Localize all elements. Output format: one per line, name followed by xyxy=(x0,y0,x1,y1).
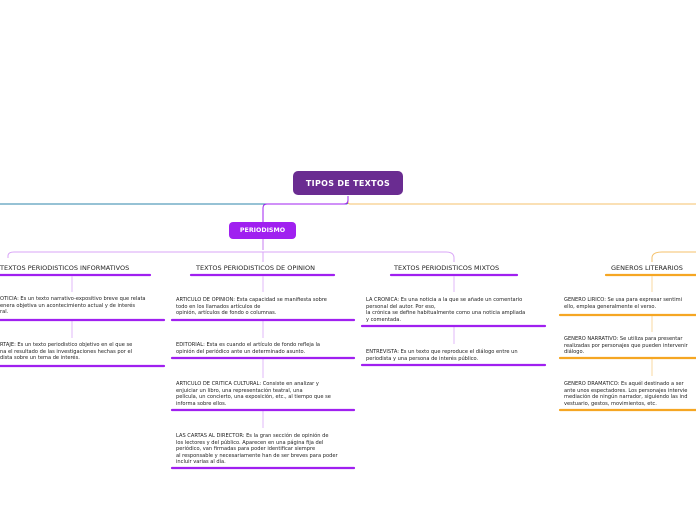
item-genero-narrativo[interactable]: GENERO NARRATIVO: Se utiliza para presen… xyxy=(564,336,688,356)
item-genero-lirico[interactable]: GENERO LIRICO: Se usa para expresar sent… xyxy=(564,297,683,310)
item-entrevista[interactable]: ENTREVISTA: Es un texto que reproduce el… xyxy=(366,349,518,362)
category-opinion[interactable]: TEXTOS PERIODISTICOS DE OPINION xyxy=(196,264,315,272)
periodismo-label: PERIODISMO xyxy=(239,227,286,234)
item-cronica[interactable]: LA CRONICA: Es una noticia a la que se a… xyxy=(366,297,526,323)
root-node[interactable]: TIPOS DE TEXTOS xyxy=(293,171,403,195)
item-cartas-director[interactable]: LAS CARTAS AL DIRECTOR: Es la gran secci… xyxy=(176,433,338,466)
item-editorial[interactable]: EDITORIAL: Esta es cuando el artículo de… xyxy=(176,342,321,355)
item-genero-dramatico[interactable]: GENERO DRAMATICO: Es aquél destinado a s… xyxy=(564,381,688,407)
category-generos-literarios[interactable]: GENEROS LITERARIOS xyxy=(611,264,683,272)
category-informativos[interactable]: TEXTOS PERIODISTICOS INFORMATIVOS xyxy=(0,264,130,272)
category-mixtos[interactable]: TEXTOS PERIODISTICOS MIXTOS xyxy=(394,264,500,272)
item-articulo-opinion[interactable]: ARTICULO DE OPINION: Esta capacidad se m… xyxy=(176,297,327,317)
item-reportaje[interactable]: RTAJE: Es un texto periodistico objetivo… xyxy=(0,342,133,362)
periodismo-node[interactable]: PERIODISMO xyxy=(229,222,296,239)
item-critica-cultural[interactable]: ARTICULO DE CRITICA CULTURAL: Consiste e… xyxy=(176,381,331,407)
root-title: TIPOS DE TEXTOS xyxy=(305,178,391,188)
item-noticia[interactable]: OTICIA: Es un texto narrativo-expositivo… xyxy=(0,296,146,316)
